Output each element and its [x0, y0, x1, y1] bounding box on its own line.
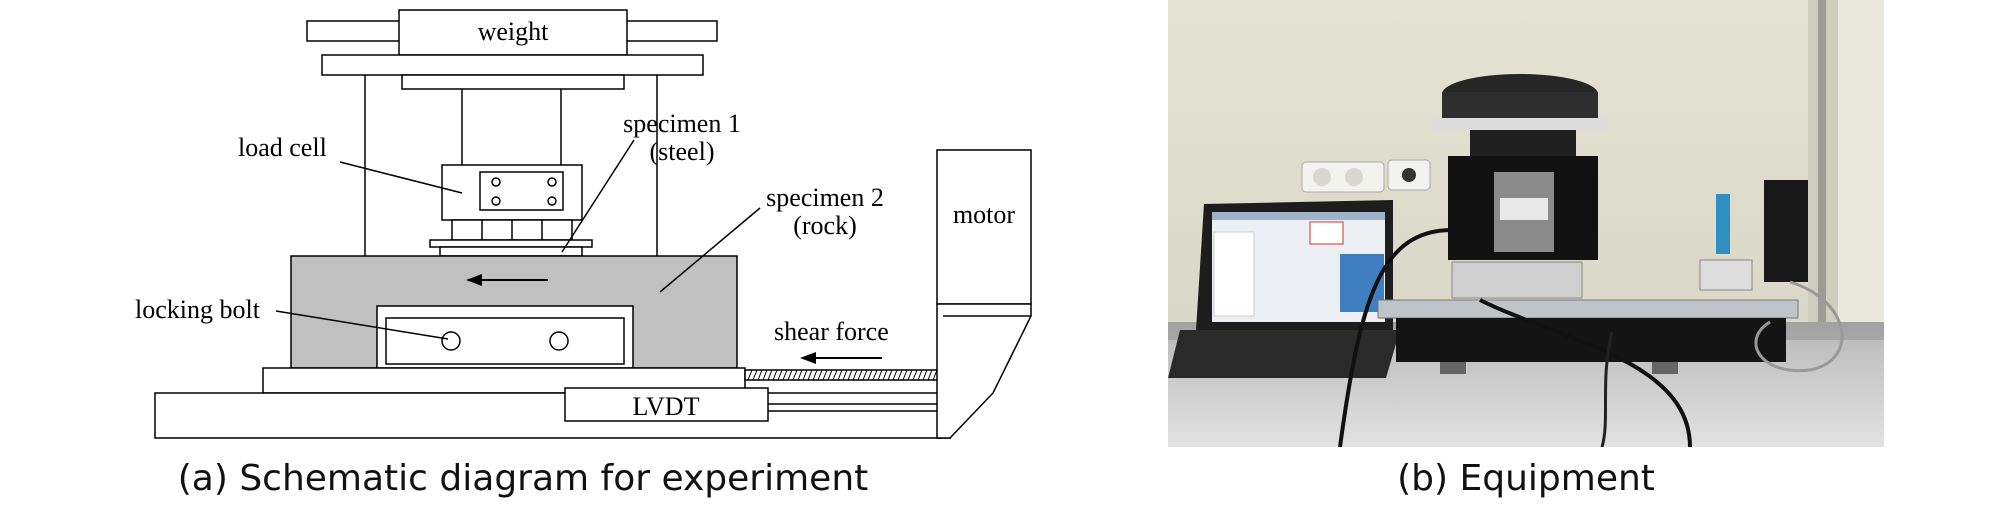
- thread-line: [872, 369, 878, 381]
- thread-line: [802, 369, 808, 381]
- thread-line: [772, 369, 778, 381]
- laptop-base: [1168, 330, 1400, 378]
- thread-line: [752, 369, 758, 381]
- movement-arrow: [466, 274, 482, 286]
- specimen-2-leader: [659, 207, 761, 293]
- specimen-1-material: (steel): [650, 137, 715, 166]
- thread-line: [832, 369, 838, 381]
- shear-force-arrow: [800, 352, 816, 364]
- motor: [936, 149, 1032, 305]
- thread-line: [807, 369, 813, 381]
- thread-line: [777, 369, 783, 381]
- thread-line: [792, 369, 798, 381]
- thread-line: [892, 369, 898, 381]
- thread-line: [797, 369, 803, 381]
- thread-line: [812, 369, 818, 381]
- load-cell-leader: [339, 161, 463, 194]
- thread-line: [837, 369, 843, 381]
- specimen-1-label: specimen 1: [623, 109, 741, 138]
- thread-line: [782, 369, 788, 381]
- motor-label: motor: [953, 200, 1015, 229]
- thread-line: [887, 369, 893, 381]
- screw-shaft: [744, 369, 941, 381]
- specimen-2-label: specimen 2: [766, 183, 884, 212]
- thread-line: [787, 369, 793, 381]
- specimen-holder: [1451, 261, 1583, 299]
- thread-line: [927, 369, 933, 381]
- thread-line: [747, 369, 753, 381]
- locking-bolt: [549, 331, 569, 351]
- thread-line: [827, 369, 833, 381]
- locking-bolt: [441, 331, 461, 351]
- thread-line: [897, 369, 903, 381]
- thread-line: [907, 369, 913, 381]
- load-cell-bolt: [491, 177, 501, 187]
- locking-bar: [385, 317, 625, 365]
- caption-b: (b) Equipment: [1397, 458, 1655, 499]
- thread-line: [862, 369, 868, 381]
- base-plate: [154, 392, 942, 439]
- caption-a: (a) Schematic diagram for experiment: [178, 458, 869, 499]
- thread-line: [877, 369, 883, 381]
- weight-block: [398, 9, 628, 56]
- machine-base: [1396, 318, 1786, 362]
- thread-line: [867, 369, 873, 381]
- thread-line: [917, 369, 923, 381]
- thread-line: [857, 369, 863, 381]
- thread-line: [847, 369, 853, 381]
- specimen-1-leader: [561, 139, 635, 253]
- schematic-diagram: weight LV: [135, 9, 1032, 499]
- thread-line: [922, 369, 928, 381]
- thread-line: [762, 369, 768, 381]
- locking-bolt-leader: [275, 310, 449, 340]
- motor-mount: [936, 303, 1032, 439]
- load-cell-label: load cell: [238, 133, 327, 162]
- thread-line: [912, 369, 918, 381]
- lvdt-box: [564, 387, 769, 422]
- locking-bolt-label: locking bolt: [135, 295, 261, 324]
- thread-line: [852, 369, 858, 381]
- load-cell-bolt: [547, 177, 557, 187]
- top-plate-flange: [401, 74, 625, 90]
- thread-line: [842, 369, 848, 381]
- lvdt-label: LVDT: [633, 392, 700, 421]
- specimen-2-material: (rock): [793, 211, 857, 240]
- equipment-photo: (b) Equipment: [1168, 0, 1884, 499]
- specimen-1: [439, 246, 583, 257]
- shear-force-label: shear force: [774, 317, 889, 346]
- thread-line: [817, 369, 823, 381]
- thread-line: [767, 369, 773, 381]
- top-plate: [321, 54, 704, 76]
- thread-line: [902, 369, 908, 381]
- slide-rail: [1377, 299, 1799, 319]
- load-cell-bolt: [491, 196, 501, 206]
- thread-line: [757, 369, 763, 381]
- load-cell-bolt: [547, 196, 557, 206]
- thread-line: [822, 369, 828, 381]
- motor-photo: [1764, 180, 1808, 282]
- cable: [1338, 228, 1453, 447]
- weight-label: weight: [478, 17, 550, 46]
- thread-line: [882, 369, 888, 381]
